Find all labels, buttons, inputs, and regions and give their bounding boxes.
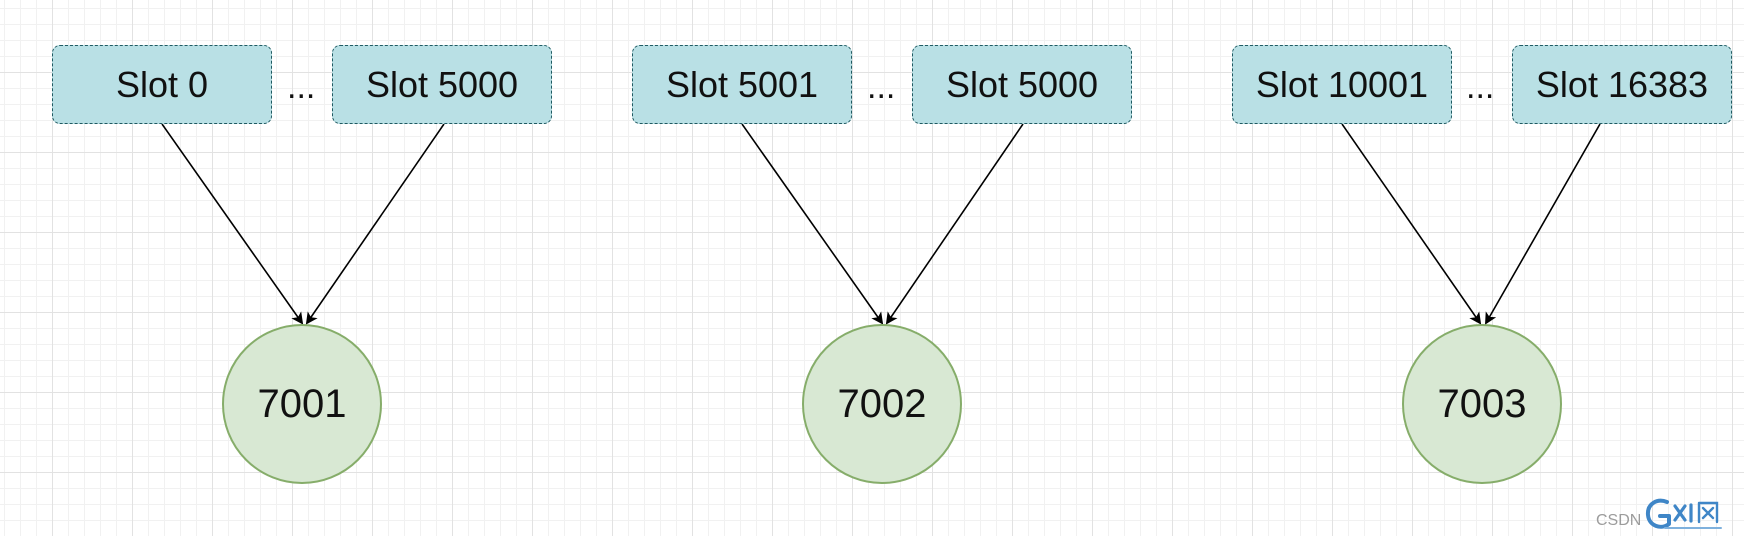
slot-box[interactable]: Slot 5001 [632,45,852,124]
watermark-csdn-text: CSDN [1596,512,1642,529]
slot-range-ellipsis: ... [287,68,316,106]
slot-label: Slot 10001 [1255,63,1429,105]
slot-box[interactable]: Slot 5000 [332,45,552,124]
slot-box[interactable]: Slot 16383 [1512,45,1732,124]
edge-slot-5001-to-7002 [741,123,884,325]
slot-label: Slot 16383 [1535,63,1709,105]
edge-slot-5000b-to-7002 [885,123,1024,325]
node-label: 7002 [837,381,927,426]
slot-label: Slot 5000 [945,63,1099,105]
node-circle[interactable]: 7003 [1402,324,1562,484]
node-label: 7003 [1437,381,1527,426]
slot-range-ellipsis: ... [1466,68,1495,106]
node-circle[interactable]: 7002 [802,324,962,484]
slot-label: Slot 0 [115,63,209,105]
node-circle[interactable]: 7001 [222,324,382,484]
slot-box[interactable]: Slot 0 [52,45,272,124]
slot-box[interactable]: Slot 5000 [912,45,1132,124]
node-label: 7001 [257,381,347,426]
gxi-logo-icon [1643,494,1729,532]
edge-slot-10001-to-7003 [1341,123,1482,325]
edge-slot-16383-to-7003 [1485,123,1601,325]
watermark: CSDN [1596,494,1729,532]
slot-label: Slot 5001 [665,63,819,105]
edge-slot-5000-to-7001 [305,123,445,325]
slot-range-ellipsis: ... [867,68,896,106]
slot-label: Slot 5000 [365,63,519,105]
slot-box[interactable]: Slot 10001 [1232,45,1452,124]
edge-slot-0-to-7001 [161,123,304,325]
